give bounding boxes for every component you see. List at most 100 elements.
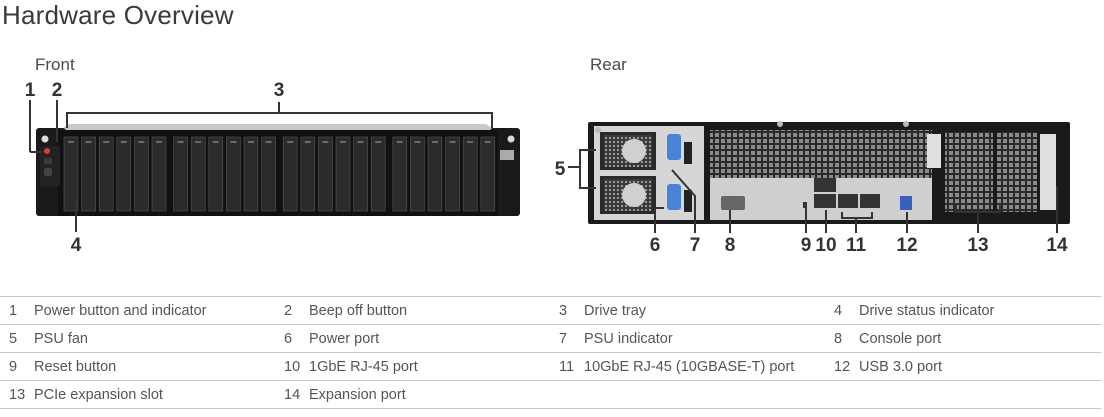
drive-tray[interactable] bbox=[480, 136, 496, 212]
legend-number: 3 bbox=[550, 296, 584, 325]
drive-status-indicator bbox=[68, 141, 74, 143]
legend-number: 2 bbox=[275, 296, 309, 325]
drive-status-indicator bbox=[432, 141, 438, 143]
drive-status-indicator bbox=[120, 141, 127, 143]
legend-number: 5 bbox=[0, 324, 34, 353]
legend-label: Reset button bbox=[34, 352, 275, 381]
drive-tray[interactable] bbox=[370, 136, 386, 212]
legend-label: Beep off button bbox=[309, 296, 550, 325]
front-label: Front bbox=[35, 55, 75, 74]
fan-icon bbox=[622, 183, 646, 207]
usb-port[interactable] bbox=[900, 196, 912, 210]
drive-tray[interactable] bbox=[190, 136, 206, 212]
drive-status-indicator bbox=[322, 141, 329, 143]
callout-6: 6 bbox=[649, 235, 661, 256]
drive-tray[interactable] bbox=[462, 136, 478, 212]
psu-handle bbox=[667, 134, 681, 160]
drive-tray[interactable] bbox=[243, 136, 259, 212]
drive-tray[interactable] bbox=[226, 136, 241, 212]
console-port[interactable] bbox=[721, 196, 745, 210]
legend-number: 14 bbox=[275, 380, 309, 409]
callout-10: 10 bbox=[815, 235, 837, 256]
drive-status-indicator bbox=[177, 141, 184, 143]
rj45-port-1gbe[interactable] bbox=[814, 194, 836, 208]
drive-tray[interactable] bbox=[151, 136, 167, 212]
legend-label: 1GbE RJ-45 port bbox=[309, 352, 550, 381]
callout-7: 7 bbox=[689, 235, 701, 256]
callout-11: 11 bbox=[845, 235, 867, 256]
drive-trays bbox=[63, 136, 496, 212]
callout-5: 5 bbox=[554, 159, 566, 180]
hardware-diagram bbox=[29, 100, 1070, 233]
psu-fans bbox=[600, 132, 656, 214]
rj45-port-10gbe[interactable] bbox=[860, 194, 880, 208]
reset-button[interactable] bbox=[803, 202, 807, 208]
legend-number: 1 bbox=[0, 296, 34, 325]
page-title: Hardware Overview bbox=[2, 0, 234, 30]
callout-9: 9 bbox=[800, 235, 812, 256]
drive-tray[interactable] bbox=[335, 136, 351, 212]
drive-status-indicator bbox=[195, 141, 202, 143]
legend-label: Expansion port bbox=[309, 380, 550, 409]
drive-status-indicator bbox=[287, 141, 294, 143]
rj45-port-10gbe[interactable] bbox=[838, 194, 858, 208]
pcie-expansion-slot bbox=[927, 134, 941, 168]
drive-tray[interactable] bbox=[63, 136, 79, 212]
callout-12: 12 bbox=[896, 235, 918, 256]
drive-tray[interactable] bbox=[208, 136, 224, 212]
fan-icon bbox=[622, 139, 646, 163]
legend-number: 8 bbox=[825, 324, 859, 353]
callout-2: 2 bbox=[51, 80, 63, 101]
drive-tray[interactable] bbox=[427, 136, 443, 212]
callout-13: 13 bbox=[967, 235, 989, 256]
drive-tray[interactable] bbox=[300, 136, 316, 212]
rj45-port-1gbe[interactable] bbox=[814, 178, 836, 192]
drive-tray[interactable] bbox=[445, 136, 460, 212]
drive-tray[interactable] bbox=[81, 136, 96, 212]
legend-number: 9 bbox=[0, 352, 34, 381]
drive-status-indicator bbox=[156, 141, 162, 143]
drive-tray[interactable] bbox=[116, 136, 132, 212]
front-chassis bbox=[36, 124, 520, 216]
psu-handle bbox=[667, 184, 681, 210]
drive-status-indicator bbox=[449, 141, 456, 143]
drive-tray[interactable] bbox=[98, 136, 114, 212]
drive-status-indicator bbox=[85, 141, 92, 143]
rear-label: Rear bbox=[590, 55, 627, 74]
drive-tray[interactable] bbox=[282, 136, 298, 212]
legend-label: 10GbE RJ-45 (10GBASE-T) port bbox=[584, 352, 825, 381]
drive-tray[interactable] bbox=[392, 136, 408, 212]
front-control-panel bbox=[40, 146, 60, 186]
drive-status-indicator bbox=[467, 141, 474, 143]
legend-number: 10 bbox=[275, 352, 309, 381]
legend-label: USB 3.0 port bbox=[859, 352, 1101, 381]
beep-off-button[interactable] bbox=[44, 168, 52, 176]
callout-4: 4 bbox=[70, 235, 82, 256]
legend-label: Power port bbox=[309, 324, 550, 353]
drive-tray[interactable] bbox=[318, 136, 333, 212]
drive-tray[interactable] bbox=[134, 136, 149, 212]
drive-status-indicator bbox=[414, 141, 421, 143]
legend-label: Drive tray bbox=[584, 296, 825, 325]
drive-tray[interactable] bbox=[410, 136, 425, 212]
drive-tray[interactable] bbox=[173, 136, 188, 212]
legend-label: PSU indicator bbox=[584, 324, 825, 353]
drive-status-indicator bbox=[304, 141, 311, 143]
legend-label: PCIe expansion slot bbox=[34, 380, 275, 409]
drive-tray[interactable] bbox=[353, 136, 368, 212]
legend-number: 7 bbox=[550, 324, 584, 353]
callout-1: 1 bbox=[24, 80, 36, 101]
legend-label: Console port bbox=[859, 324, 1101, 353]
legend-number: 6 bbox=[275, 324, 309, 353]
callout-8: 8 bbox=[724, 235, 736, 256]
drive-status-indicator bbox=[357, 141, 364, 143]
drive-tray[interactable] bbox=[261, 136, 276, 212]
drive-status-indicator bbox=[265, 141, 272, 143]
drive-status-indicator bbox=[375, 141, 382, 143]
callout-14: 14 bbox=[1046, 235, 1068, 256]
